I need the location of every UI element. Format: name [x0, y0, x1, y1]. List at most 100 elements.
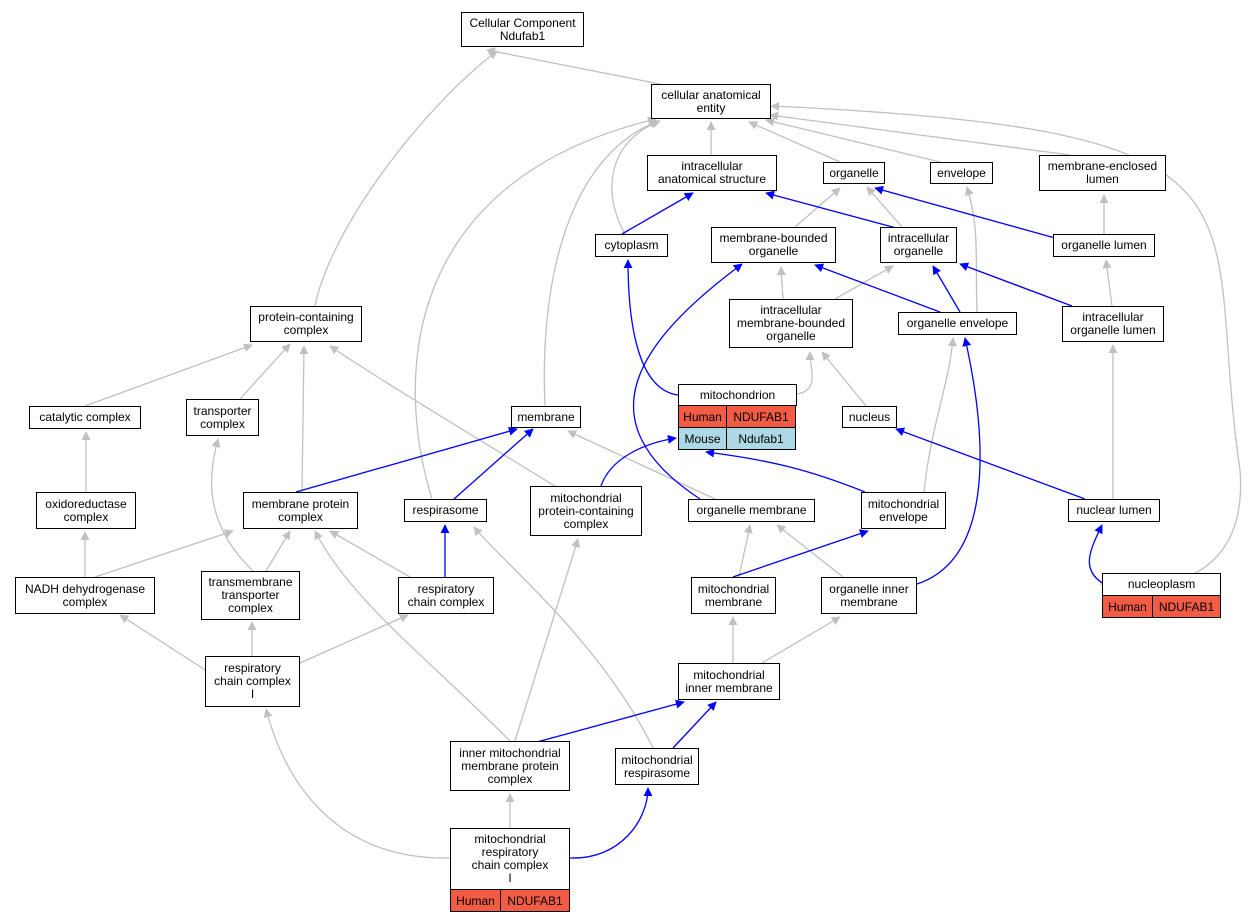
edge-nadh-mpc — [94, 529, 234, 578]
node-cellular-component-root[interactable]: Cellular Component Ndufab1 — [461, 12, 584, 47]
mrcc1-human-row: Human NDUFAB1 — [450, 889, 570, 912]
node-respiratory-chain-complex[interactable]: respiratory chain complex — [398, 577, 494, 614]
edge-mrcc1-mresp — [569, 787, 653, 859]
nucleoplasm-human-row: Human NDUFAB1 — [1102, 595, 1221, 618]
edge-oe-mbo — [814, 263, 941, 313]
node-membrane-enclosed-lumen[interactable]: membrane-enclosed lumen — [1039, 155, 1166, 191]
edge-imbo-mbo — [777, 266, 786, 300]
node-mitochondrial-respirasome[interactable]: mitochondrial respirasome — [615, 748, 699, 785]
edge-cytoplasm-ias — [621, 192, 694, 235]
node-transmembrane-transporter-complex[interactable]: transmembrane transporter complex — [201, 571, 300, 620]
edge-ttc-mpc — [265, 530, 291, 572]
edge-immpc-mim — [514, 699, 685, 749]
species-human-label: Human — [1102, 595, 1153, 618]
species-human-label: Human — [678, 405, 727, 428]
node-mitochondrial-membrane[interactable]: mitochondrial membrane — [691, 577, 776, 614]
edge-mm-menv — [732, 529, 869, 578]
node-intracellular-membrane-bounded-organelle[interactable]: intracellular membrane-bounded organelle — [729, 299, 853, 348]
edge-rcc-mpc — [329, 530, 411, 578]
edge-menv-mito — [705, 448, 866, 493]
edge-mim-oim — [761, 616, 841, 664]
node-nucleoplasm[interactable]: nucleoplasm — [1102, 573, 1221, 596]
edge-mresp-respirasome — [473, 526, 654, 749]
gene-label: NDUFAB1 — [1152, 595, 1221, 618]
node-nadh-dehydrogenase-complex[interactable]: NADH dehydrogenase complex — [15, 577, 155, 614]
node-organelle[interactable]: organelle — [823, 162, 885, 184]
node-mitochondrial-envelope[interactable]: mitochondrial envelope — [861, 492, 946, 529]
edge-io-organelle — [866, 186, 903, 228]
species-mouse-label: Mouse — [678, 427, 727, 450]
node-mitochondrial-respiratory-chain-complex-i[interactable]: mitochondrial respiratory chain complex … — [450, 828, 570, 890]
node-envelope[interactable]: envelope — [930, 162, 993, 184]
edge-nl-nucleus — [895, 427, 1086, 500]
edge-iol-io — [959, 262, 1073, 307]
species-human-label: Human — [450, 889, 501, 912]
node-protein-containing-complex[interactable]: protein-containing complex — [250, 306, 362, 342]
edge-cat-pcc — [84, 343, 253, 407]
edge-immpc-mpc — [314, 530, 511, 742]
node-intracellular-anatomical-structure[interactable]: intracellular anatomical structure — [647, 155, 777, 191]
gene-label: NDUFAB1 — [500, 889, 570, 912]
node-membrane-protein-complex[interactable]: membrane protein complex — [243, 492, 358, 529]
edge-mrcc1-rcc1 — [263, 708, 451, 859]
edge-om-mbo — [632, 263, 743, 500]
edge-mpc-membrane — [295, 426, 518, 493]
node-catalytic-complex[interactable]: catalytic complex — [29, 406, 141, 429]
edge-envelope-cae — [765, 117, 941, 163]
edge-imbo-io — [834, 265, 894, 300]
edge-membrane-cae — [543, 119, 659, 407]
node-inner-mitochondrial-membrane-protein-complex[interactable]: inner mitochondrial membrane protein com… — [450, 741, 570, 791]
gene-label: Ndufab1 — [726, 427, 796, 450]
edge-oe-io — [932, 265, 961, 313]
node-respirasome[interactable]: respirasome — [404, 499, 487, 522]
gene-label: NDUFAB1 — [726, 405, 796, 428]
edge-cytoplasm-cae — [611, 119, 661, 235]
node-intracellular-organelle-lumen[interactable]: intracellular organelle lumen — [1062, 306, 1164, 342]
edge-mito-imbo — [796, 351, 815, 395]
node-nucleus[interactable]: nucleus — [842, 406, 897, 428]
node-intracellular-organelle[interactable]: intracellular organelle — [880, 227, 957, 263]
node-transporter-complex[interactable]: transporter complex — [186, 399, 259, 436]
node-organelle-inner-membrane[interactable]: organelle inner membrane — [821, 577, 917, 614]
node-membrane-bounded-organelle[interactable]: membrane-bounded organelle — [711, 227, 836, 263]
edge-oim-oe — [916, 337, 981, 585]
edge-mel-cae — [769, 111, 1071, 156]
edge-ttc-transporter — [210, 438, 254, 572]
node-membrane[interactable]: membrane — [511, 406, 581, 428]
edge-immpc-mpcc — [514, 538, 580, 742]
edge-cae-root — [486, 47, 661, 85]
edge-menv-oe — [923, 337, 957, 493]
edge-rcc1-rcc — [299, 614, 409, 664]
node-respiratory-chain-complex-i[interactable]: respiratory chain complex I — [205, 656, 300, 707]
edge-rcc1-nadh — [119, 614, 211, 674]
edge-mpcc-mito — [600, 434, 677, 487]
edge-oe-envelope — [965, 186, 978, 313]
node-nuclear-lumen[interactable]: nuclear lumen — [1068, 499, 1160, 522]
node-mitochondrial-protein-containing-complex[interactable]: mitochondrial protein-containing complex — [530, 486, 642, 536]
mitochondrion-mouse-row: Mouse Ndufab1 — [678, 427, 797, 450]
edge-io-ias — [765, 190, 901, 230]
node-organelle-envelope[interactable]: organelle envelope — [898, 312, 1017, 335]
mitochondrion-human-row: Human NDUFAB1 — [678, 405, 797, 428]
edge-nucleoplasm-nl — [1088, 524, 1105, 585]
edge-iol-ol — [1102, 259, 1113, 307]
node-cytoplasm[interactable]: cytoplasm — [595, 234, 668, 257]
edge-mpcc-pcc — [329, 345, 577, 500]
node-organelle-lumen[interactable]: organelle lumen — [1053, 234, 1155, 257]
node-organelle-membrane[interactable]: organelle membrane — [688, 499, 815, 522]
node-mitochondrion[interactable]: mitochondrion — [678, 384, 797, 406]
node-oxidoreductase-complex[interactable]: oxidoreductase complex — [36, 492, 136, 529]
edge-pcc-root — [314, 50, 498, 307]
edge-mpc-pcc — [299, 345, 309, 493]
edge-om-membrane — [567, 430, 716, 500]
edge-nucleus-imbo — [821, 351, 867, 407]
node-cellular-anatomical-entity[interactable]: cellular anatomical entity — [651, 84, 771, 119]
edge-ol-organelle — [874, 185, 1056, 239]
edge-mm-om — [738, 524, 753, 578]
node-mitochondrial-inner-membrane[interactable]: mitochondrial inner membrane — [678, 663, 780, 700]
edge-mresp-mim — [672, 701, 717, 749]
edge-transporter-pcc — [239, 343, 291, 400]
edge-mito-cytoplasm — [623, 259, 679, 396]
